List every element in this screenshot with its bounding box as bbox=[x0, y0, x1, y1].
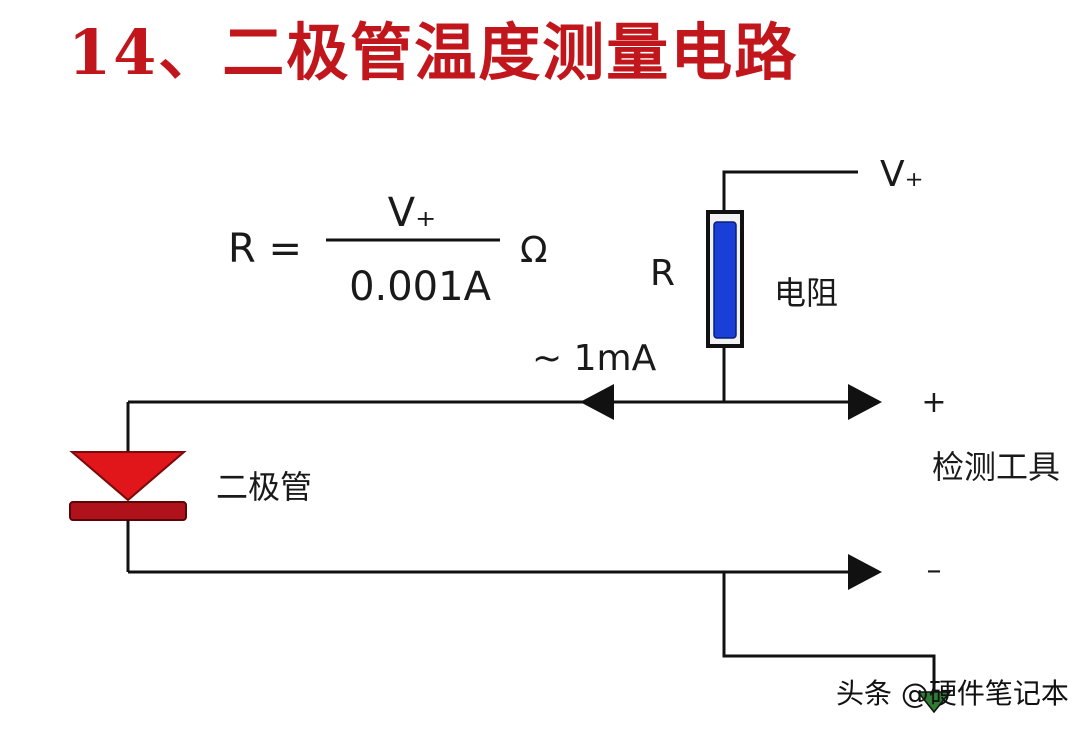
supply-label: V₊ bbox=[880, 154, 924, 195]
current-arrow-left bbox=[580, 384, 614, 420]
resistor bbox=[706, 210, 744, 348]
formula-numerator: V₊ bbox=[388, 190, 436, 236]
diode-label: 二极管 bbox=[216, 468, 312, 506]
resistor-name-label: 电阻 bbox=[774, 274, 838, 312]
resistor-fill bbox=[713, 221, 737, 339]
resistance-formula: R = V₊ 0.001A Ω bbox=[228, 190, 548, 310]
minus-terminal-label: – bbox=[927, 553, 942, 588]
current-label: ~ 1mA bbox=[532, 338, 657, 379]
formula-denominator: 0.001A bbox=[349, 264, 492, 310]
watermark: 头条 @硬件笔记本 bbox=[836, 677, 1069, 710]
page-title: 14、二极管温度测量电路 bbox=[68, 16, 799, 89]
diode-triangle bbox=[69, 451, 187, 502]
instrument-label: 检测工具 bbox=[932, 448, 1060, 486]
minus-terminal-arrow bbox=[848, 554, 882, 590]
diode-bar bbox=[69, 501, 187, 521]
supply-wire bbox=[722, 170, 858, 212]
formula-lhs: R = bbox=[228, 226, 302, 272]
formula-unit: Ω bbox=[520, 230, 548, 271]
plus-terminal-arrow bbox=[848, 384, 882, 420]
ground-icon bbox=[916, 691, 952, 714]
resistor-symbol-label: R bbox=[650, 253, 675, 294]
ground-wire bbox=[722, 572, 936, 692]
plus-terminal-label: + bbox=[921, 385, 946, 420]
